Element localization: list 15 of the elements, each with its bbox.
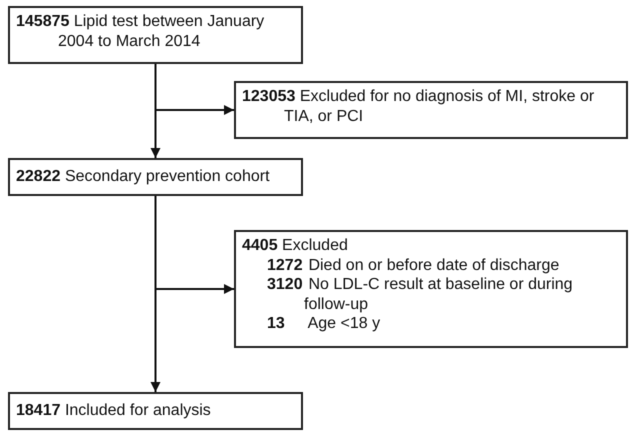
step-text: 145875 Lipid test between January 2004 to March 2014: [16, 12, 266, 52]
step-text: 3120 No LDL-C result at baseline or during follow-up: [266, 275, 574, 314]
process-box: [8, 6, 303, 64]
step-text: 22822 Secondary prevention cohort: [16, 167, 271, 187]
step-text: 123053 Excluded for no diagnosis of MI, stroke or TIA, or PCI: [242, 87, 596, 126]
process-box: [234, 230, 628, 348]
step-text: 18417 Included for analysis: [16, 401, 212, 421]
process-box: [8, 158, 303, 196]
arrow: [154, 64, 234, 115]
step-text: 13 Age <18 y: [266, 314, 382, 334]
step-text: 1272 Died on or before date of discharge: [266, 256, 560, 276]
arrow: [154, 196, 234, 294]
step-text: 4405 Excluded: [242, 236, 349, 256]
process-box: [234, 81, 628, 139]
process-box: [8, 392, 303, 430]
